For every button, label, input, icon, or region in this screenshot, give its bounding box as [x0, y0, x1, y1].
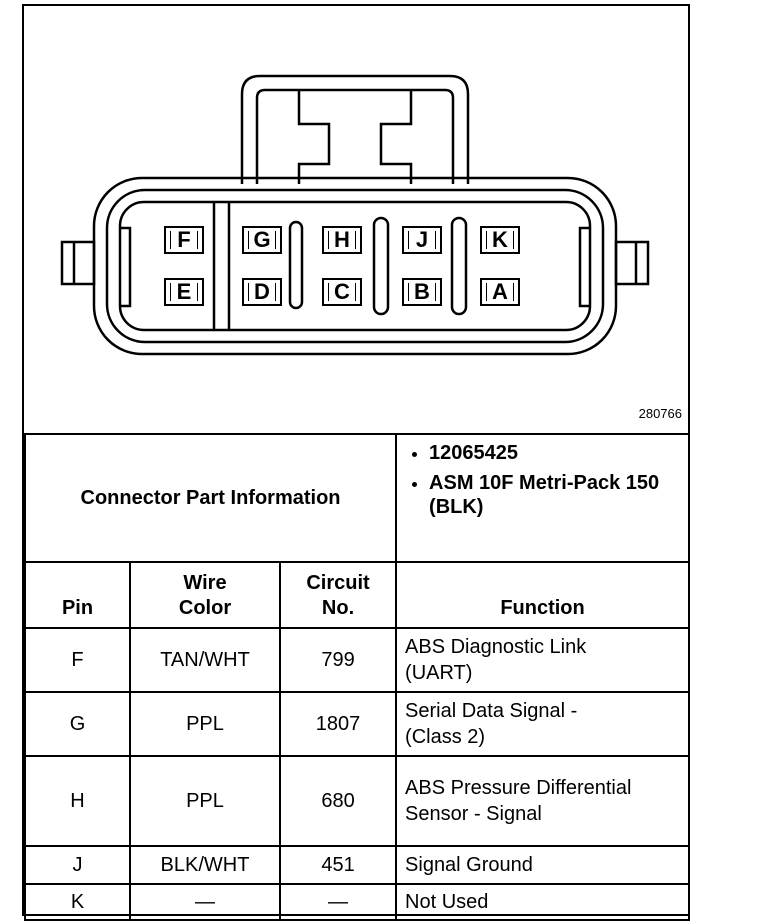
table-row: F TAN/WHT 799 ABS Diagnostic Link (UART)	[24, 627, 691, 693]
table-row: J BLK/WHT 451 Signal Ground	[24, 845, 691, 885]
circuit-cell: 799	[278, 627, 398, 693]
pin-cavity-b: B	[402, 278, 442, 306]
pin-cavity-a: A	[480, 278, 520, 306]
pin-cell: G	[24, 691, 131, 757]
connector-diagram: F G H J K E D C B A 280766	[24, 6, 688, 433]
pin-cavity-e: E	[164, 278, 204, 306]
part-info-label: Connector Part Information	[23, 433, 398, 563]
table-row: G PPL 1807 Serial Data Signal - (Class 2…	[24, 691, 691, 757]
header-row: Pin Wire Color Circuit No. Function	[24, 561, 691, 629]
function-cell: ABS Diagnostic Link (UART)	[395, 627, 691, 693]
part-info-row: Connector Part Information 12065425 ASM …	[23, 433, 691, 563]
connector-table: Connector Part Information 12065425 ASM …	[23, 433, 691, 921]
header-circuit-no: Circuit No.	[278, 561, 398, 629]
pin-cavity-h: H	[322, 226, 362, 254]
header-wire-color: Wire Color	[129, 561, 281, 629]
pin-cavity-c: C	[322, 278, 362, 306]
connector-outline	[60, 74, 650, 356]
table-row: H PPL 680 ABS Pressure Differential Sens…	[24, 755, 691, 847]
header-pin: Pin	[24, 561, 131, 629]
pin-cavity-k: K	[480, 226, 520, 254]
circuit-cell: —	[278, 883, 398, 921]
pin-cavity-d: D	[242, 278, 282, 306]
pin-cell: F	[24, 627, 131, 693]
wire-color-cell: BLK/WHT	[129, 845, 281, 885]
function-cell: Serial Data Signal - (Class 2)	[395, 691, 691, 757]
wire-color-cell: PPL	[129, 691, 281, 757]
pin-cell: J	[24, 845, 131, 885]
circuit-cell: 680	[278, 755, 398, 847]
wire-color-cell: PPL	[129, 755, 281, 847]
pin-cavity-g: G	[242, 226, 282, 254]
pin-cell: H	[24, 755, 131, 847]
table-row: K — — Not Used	[24, 883, 691, 921]
function-cell: ABS Pressure Differential Sensor - Signa…	[395, 755, 691, 847]
wire-color-cell: —	[129, 883, 281, 921]
part-info-item: 12065425	[429, 441, 688, 465]
header-function: Function	[395, 561, 691, 629]
part-info-item: ASM 10F Metri-Pack 150 (BLK)	[429, 471, 688, 519]
circuit-cell: 451	[278, 845, 398, 885]
document-frame: F G H J K E D C B A 280766 Connector Par…	[22, 4, 691, 921]
pin-cell: K	[24, 883, 131, 921]
pin-cavity-j: J	[402, 226, 442, 254]
circuit-cell: 1807	[278, 691, 398, 757]
figure-id: 280766	[638, 406, 682, 421]
part-info-list: 12065425 ASM 10F Metri-Pack 150 (BLK)	[395, 433, 691, 563]
function-cell: Not Used	[395, 883, 691, 921]
function-cell: Signal Ground	[395, 845, 691, 885]
pin-cavity-f: F	[164, 226, 204, 254]
wire-color-cell: TAN/WHT	[129, 627, 281, 693]
